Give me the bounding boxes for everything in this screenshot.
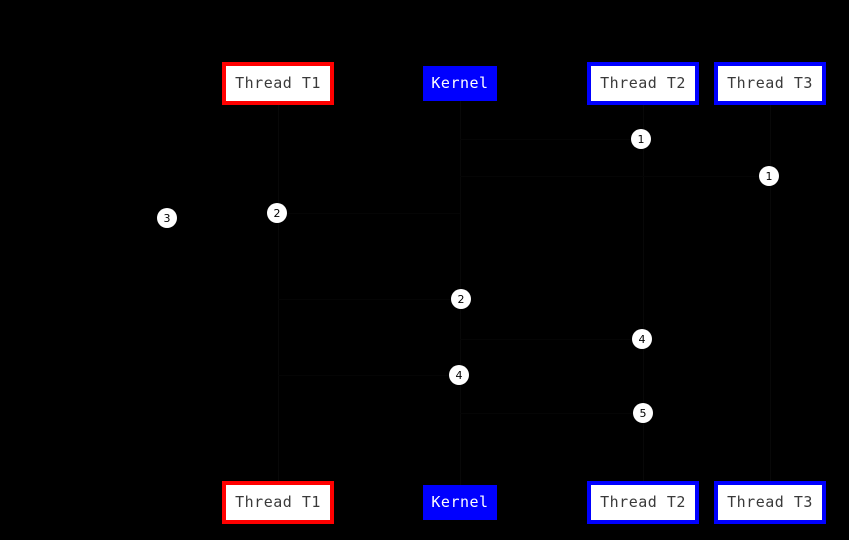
message-line-2 (460, 176, 770, 177)
lifeline-t2 (643, 105, 644, 481)
participant-t2-top[interactable]: Thread T2 (587, 62, 699, 105)
participant-t3-bottom[interactable]: Thread T3 (714, 481, 826, 524)
step-marker-1: 1 (631, 129, 651, 149)
step-marker-6: 4 (632, 329, 652, 349)
participant-t1-bottom[interactable]: Thread T1 (222, 481, 334, 524)
message-line-4 (278, 299, 460, 300)
message-line-6 (278, 375, 460, 376)
participant-kernel-top[interactable]: Kernel (423, 66, 497, 101)
participant-t1-top[interactable]: Thread T1 (222, 62, 334, 105)
step-marker-3: 3 (157, 208, 177, 228)
message-line-5 (460, 339, 643, 340)
message-line-3 (278, 213, 460, 214)
participant-t3-top[interactable]: Thread T3 (714, 62, 826, 105)
step-marker-5: 2 (451, 289, 471, 309)
lifeline-t3 (770, 105, 771, 481)
step-marker-4: 2 (267, 203, 287, 223)
lifeline-t1 (278, 105, 279, 481)
step-marker-2: 1 (759, 166, 779, 186)
participant-kernel-bottom[interactable]: Kernel (423, 485, 497, 520)
participant-t2-bottom[interactable]: Thread T2 (587, 481, 699, 524)
message-line-7 (460, 413, 643, 414)
step-marker-7: 4 (449, 365, 469, 385)
message-line-1 (460, 139, 643, 140)
step-marker-8: 5 (633, 403, 653, 423)
